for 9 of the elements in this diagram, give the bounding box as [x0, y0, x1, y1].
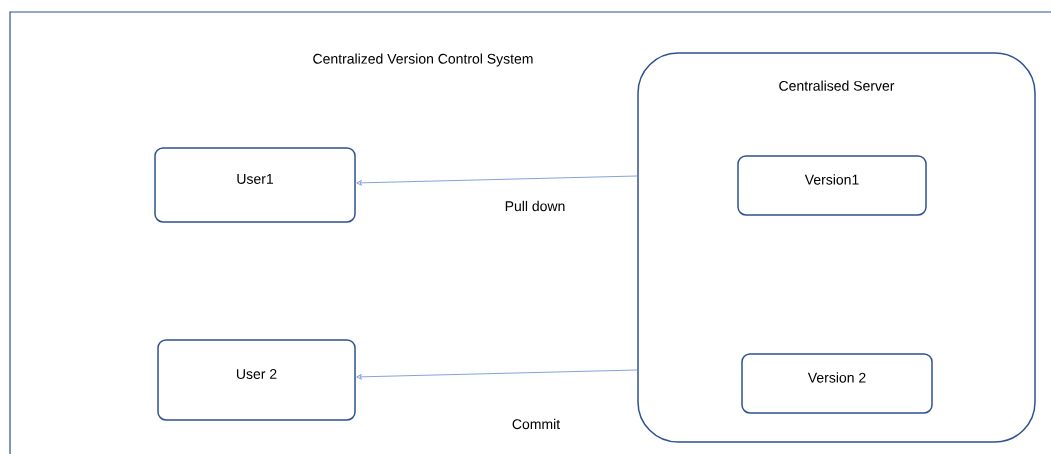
arrow — [356, 175, 638, 186]
process-box: User1 — [154, 147, 356, 223]
title: Centralized Version Control System — [313, 53, 533, 67]
process-box: User 2 — [157, 339, 356, 421]
arrow — [356, 369, 638, 380]
edge-label: Commit — [509, 416, 563, 432]
process-box: Version1 — [737, 155, 927, 216]
process-box: Version 2 — [741, 353, 933, 414]
edge-label: Pull down — [502, 198, 568, 214]
